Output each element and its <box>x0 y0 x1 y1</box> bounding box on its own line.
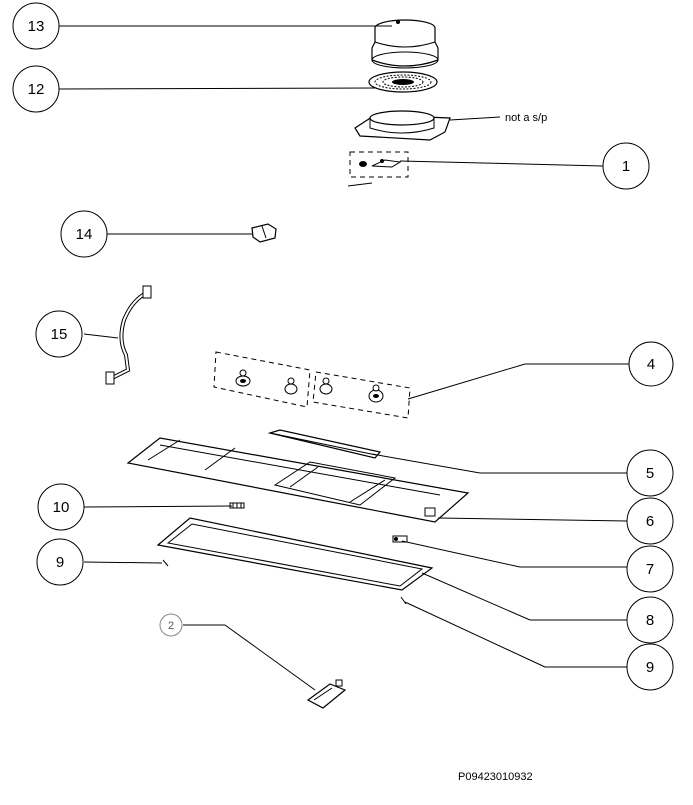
svg-text:4: 4 <box>647 356 655 373</box>
svg-text:13: 13 <box>28 18 45 35</box>
svg-text:2: 2 <box>168 620 174 632</box>
part-4-lamp-holders <box>213 351 411 419</box>
callout-9-right: 9 <box>626 643 674 691</box>
callout-2: 2 <box>159 613 183 637</box>
svg-text:8: 8 <box>646 612 654 629</box>
svg-text:6: 6 <box>646 513 654 530</box>
svg-text:1: 1 <box>622 158 630 175</box>
callout-8: 8 <box>626 596 674 644</box>
part-12-mesh-grid <box>368 71 438 93</box>
callout-13: 13 <box>12 2 60 50</box>
svg-text:9: 9 <box>646 659 654 676</box>
svg-text:9: 9 <box>56 554 64 571</box>
callout-10: 10 <box>37 483 85 531</box>
part-10-clip <box>229 502 245 509</box>
svg-text:10: 10 <box>53 499 70 516</box>
not-sp-note: not a s/p <box>505 112 547 124</box>
base-plate-ring <box>354 110 501 141</box>
part-1-damper <box>347 151 409 187</box>
callout-12: 12 <box>12 65 60 113</box>
part-15-cable <box>105 285 152 385</box>
part-5-strip <box>267 429 382 459</box>
callout-4: 4 <box>628 341 674 387</box>
part-9-screws <box>162 559 407 605</box>
callout-1: 1 <box>602 142 650 190</box>
callout-15: 15 <box>35 310 83 358</box>
part-8-filter-frame <box>156 517 434 591</box>
svg-text:12: 12 <box>28 81 45 98</box>
callout-7: 7 <box>626 545 674 593</box>
callout-9-left: 9 <box>36 538 84 586</box>
svg-text:7: 7 <box>646 561 654 578</box>
part-14-knob <box>251 223 277 243</box>
callout-6: 6 <box>626 497 674 545</box>
leader-lines <box>58 25 630 691</box>
svg-text:5: 5 <box>646 465 654 482</box>
part-6-panel <box>126 437 470 523</box>
svg-text:15: 15 <box>51 326 68 343</box>
diagram-code: P09423010932 <box>458 771 533 783</box>
callout-5: 5 <box>626 449 674 497</box>
part-2-switch <box>306 679 347 709</box>
part-13-duct-collar <box>371 19 439 69</box>
svg-text:14: 14 <box>76 226 93 243</box>
callout-14: 14 <box>60 210 108 258</box>
part-7-fastener <box>392 535 408 543</box>
